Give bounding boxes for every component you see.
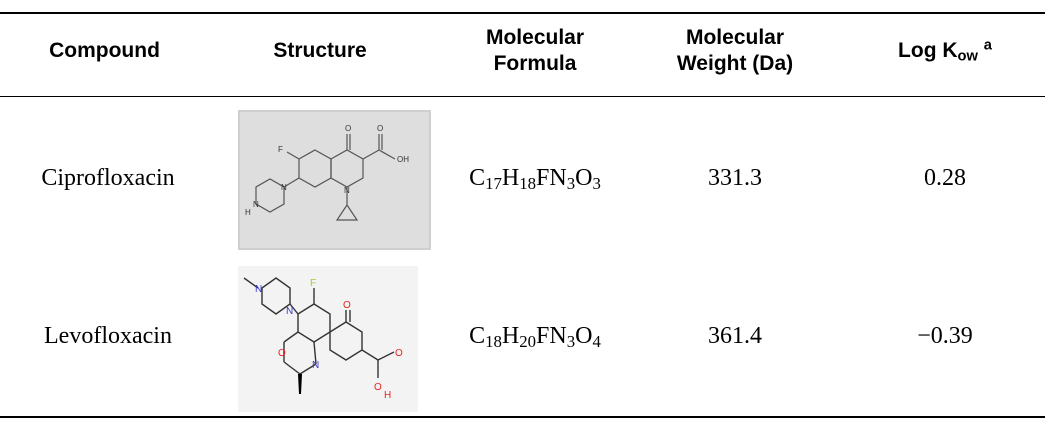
levofloxacin-structure-drawing: F N N O N O O O H [243,277,403,401]
cipro-oh-label: OH [397,155,409,164]
cipro-n1-label: N [344,186,350,195]
header-weight-line2: Weight (Da) [676,52,794,75]
table-bottom-rule [0,416,1045,418]
row1-formula-o: O [575,165,593,191]
cipro-f-label: F [278,145,283,154]
row1-formula: C17H18FN3O3 [440,165,630,192]
row2-logk: −0.39 [917,323,973,349]
cipro-o1-label: O [345,124,351,133]
row1-weight: 331.3 [708,165,762,191]
header-compound: Compound [22,38,187,64]
header-weight-line1: Molecular [685,26,785,49]
row2-weight: 361.4 [708,323,762,349]
row2-formula-n-count: 3 [566,332,576,352]
cipro-n2-label: N [281,183,287,192]
row1-formula-c-count: 17 [485,174,502,194]
row2-compound: Levofloxacin [44,323,172,349]
row2-formula-c: C [469,323,486,349]
row1-formula-h: H [501,165,520,191]
table-top-rule [0,12,1045,14]
header-logk-prefix: Log K [898,39,958,62]
levofloxacin-structure-image: F N N O N O O O H [238,266,418,412]
table-header-rule [0,96,1045,97]
row2-formula-o-count: 4 [592,332,601,352]
row1-formula-h-count: 18 [519,174,537,194]
levo-o-acid-label: O [395,348,403,359]
cipro-o2-label: O [377,124,383,133]
row1-compound: Ciprofloxacin [41,165,175,191]
levo-n-pip-label: N [286,306,293,317]
row2-formula-fn: FN [536,323,567,349]
row1-formula-n-count: 3 [566,174,576,194]
levo-oh-o-label: O [374,382,382,393]
levo-o-keto-label: O [343,300,351,311]
header-logk-label: Log Kow a [898,37,992,65]
ciprofloxacin-structure-image: F O O OH N N N H [238,110,431,250]
levo-o-ring-label: O [278,348,286,359]
row1-formula-o-count: 3 [592,174,601,194]
levo-h-label: H [384,390,391,401]
ciprofloxacin-structure-drawing: F O O OH N N N H [245,124,409,221]
header-logk-footnote: a [983,37,992,54]
cipro-h-label: H [245,208,251,217]
levo-f-label: F [310,278,316,289]
header-log-kow: Log Kow a [860,38,1030,64]
header-formula-line1: Molecular [485,26,585,49]
header-molecular-formula: Molecular Formula [440,25,630,77]
row1-formula-fn: FN [536,165,567,191]
levo-n-ring-label: N [312,360,319,371]
header-molecular-weight: Molecular Weight (Da) [650,25,820,77]
header-logk-subscript: ow [957,48,978,65]
row1-logk: 0.28 [924,165,966,191]
header-formula-line2: Formula [493,52,577,75]
row2-formula-h: H [501,323,520,349]
header-structure-text: Structure [273,39,367,62]
row2-formula-h-count: 20 [519,332,537,352]
row1-formula-c: C [469,165,486,191]
row2-formula-c-count: 18 [485,332,502,352]
levo-n-top-label: N [255,284,262,295]
header-compound-text: Compound [49,39,160,62]
cipro-nh-label: N [253,200,259,209]
row2-formula-o: O [575,323,593,349]
header-structure: Structure [240,38,400,64]
row2-formula: C18H20FN3O4 [440,323,630,350]
